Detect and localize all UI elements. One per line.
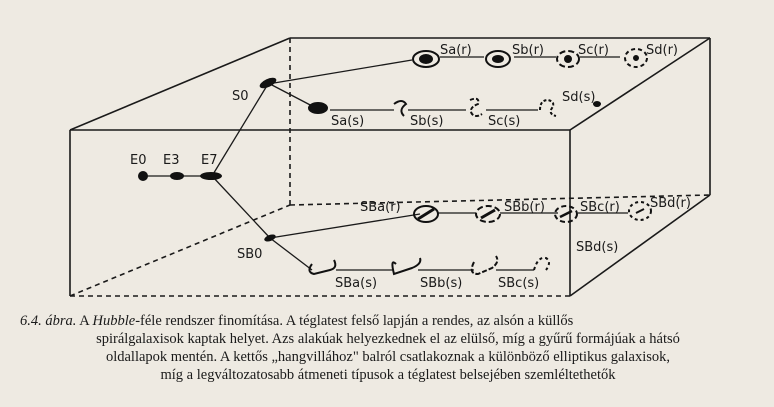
- galaxy-sc-r: [556, 50, 580, 68]
- label-sbb-s: SBb(s): [420, 276, 462, 291]
- galaxy-sbb-r: [475, 205, 501, 223]
- label-sb-s: Sb(s): [410, 114, 443, 129]
- link: [269, 237, 313, 271]
- label-sbc-r: SBc(r): [580, 200, 620, 215]
- galaxy-sbb-s: [391, 257, 422, 276]
- label-sbb-r: SBb(r): [504, 200, 545, 215]
- label-sba-r: SBa(r): [360, 200, 401, 215]
- link: [269, 83, 317, 109]
- label-e7: E7: [201, 153, 218, 168]
- galaxy-sba-s: [308, 259, 337, 276]
- label-sba-s: SBa(s): [335, 276, 377, 291]
- caption-text: A: [76, 313, 93, 329]
- galaxy-sbd-r-bar: [635, 208, 645, 214]
- label-sb-r: Sb(r): [512, 43, 544, 58]
- galaxy-e3: [170, 172, 184, 180]
- galaxy-sbb-r-bar: [480, 208, 496, 220]
- label-sb0: SB0: [237, 247, 262, 262]
- galaxy-sbc-r: [554, 205, 578, 223]
- galaxy-sd-s: [539, 98, 557, 117]
- galaxy-sbc-r-bar: [559, 209, 573, 219]
- galaxy-sd-r-core: [633, 55, 639, 61]
- label-sa-r: Sa(r): [440, 43, 472, 58]
- box-edge: [569, 37, 711, 131]
- figure-caption: 6.4. ábra. A Hubble-féle rendszer finomí…: [14, 312, 762, 384]
- galaxy-sb0: [264, 234, 276, 242]
- box-edge-hidden: [289, 194, 711, 206]
- link: [269, 213, 421, 239]
- caption-line-1: 6.4. ábra. A Hubble-féle rendszer finomí…: [14, 312, 762, 330]
- galaxy-sc-s: [469, 97, 483, 117]
- label-sbd-r: SBd(r): [650, 196, 691, 211]
- galaxy-e7: [200, 172, 222, 180]
- galaxy-sba-r-bar: [417, 207, 435, 221]
- label-e3: E3: [163, 153, 180, 168]
- galaxy-sa-r: [412, 50, 440, 68]
- label-sbc-s: SBc(s): [498, 276, 539, 291]
- caption-line-2: spirálgalaxisok kaptak helyet. Azs alakú…: [96, 331, 680, 347]
- label-e0: E0: [130, 153, 147, 168]
- figure-number: 6.4. ábra.: [20, 313, 77, 329]
- galaxy-sbc-s: [470, 255, 499, 276]
- galaxy-sba-r: [413, 205, 439, 223]
- label-sd-s: Sd(s): [562, 90, 595, 105]
- box-edge: [69, 37, 291, 131]
- galaxy-sc-r-core: [564, 55, 572, 63]
- label-sd-r: Sd(r): [646, 43, 678, 58]
- hubble-box-diagram: E0 E3 E7 S0 SB0 Sa(r) Sb(r) Sc(r) Sd(r) …: [69, 37, 711, 297]
- galaxy-e0: [138, 171, 148, 181]
- caption-text: -féle rendszer finomítása. A téglatest f…: [135, 313, 574, 329]
- label-sc-s: Sc(s): [488, 114, 520, 129]
- galaxy-sb-r-core: [492, 55, 504, 63]
- galaxy-sbd-r: [628, 201, 652, 221]
- caption-line-4: míg a legváltozatosabb átmeneti típusok …: [160, 367, 616, 383]
- galaxy-sbd-s: [533, 256, 550, 271]
- label-sc-r: Sc(r): [578, 43, 609, 58]
- link: [267, 59, 413, 85]
- galaxy-dot: [593, 101, 601, 107]
- galaxy-sb-r: [485, 50, 511, 68]
- label-sbd-s: SBd(s): [576, 240, 618, 255]
- label-s0: S0: [232, 89, 249, 104]
- galaxy-sd-r: [624, 48, 648, 68]
- galaxy-sb-s: [393, 100, 408, 117]
- caption-hubble: Hubble: [92, 313, 136, 329]
- galaxy-sa-r-core: [419, 54, 433, 64]
- link: [211, 175, 271, 239]
- galaxy-s0: [259, 77, 277, 89]
- box-edge: [569, 194, 711, 297]
- caption-line-3: oldallapok mentén. A kettős „hangvilláho…: [105, 349, 671, 365]
- label-sa-s: Sa(s): [331, 114, 364, 129]
- link: [211, 83, 269, 177]
- galaxy-sa-s: [308, 102, 328, 114]
